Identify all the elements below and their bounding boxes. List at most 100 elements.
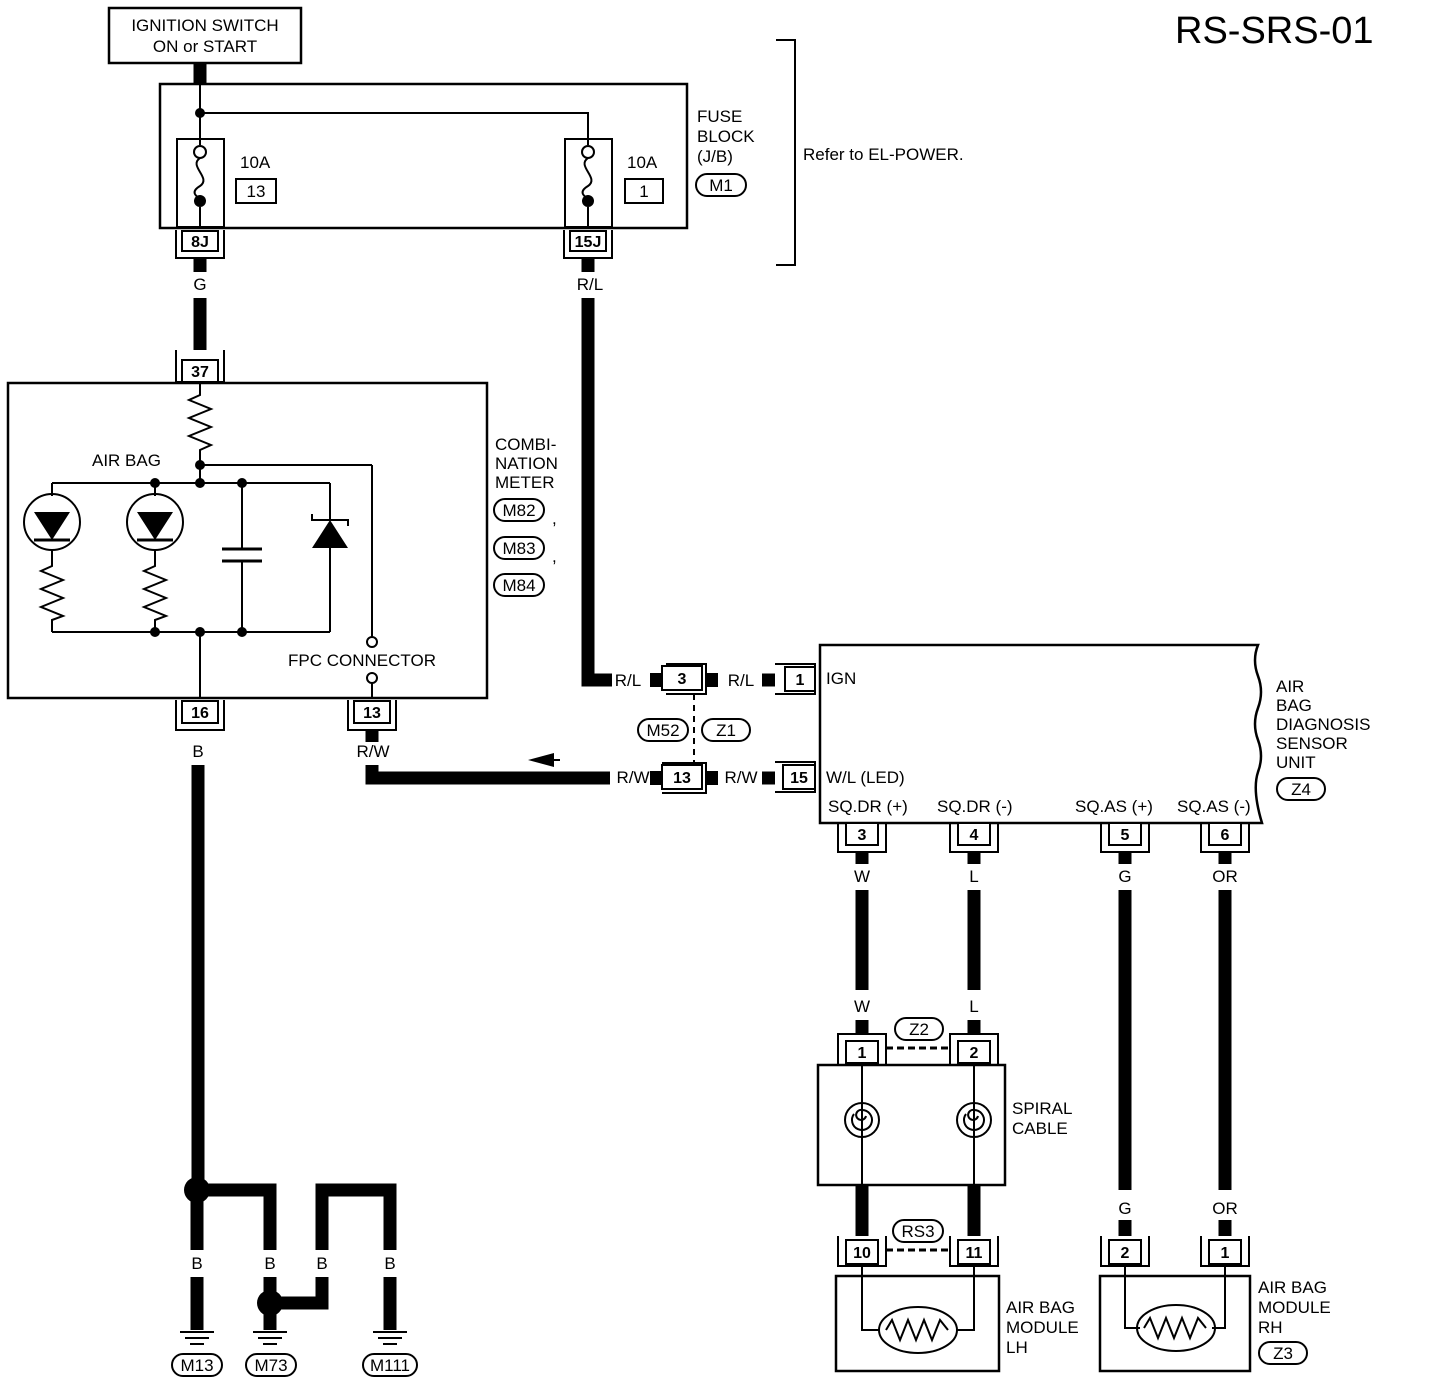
lh-connector-code: RS3 [901, 1222, 934, 1241]
sensor-pin-1: 1 IGN [775, 663, 856, 695]
rh-pin-2: 2 [1100, 1236, 1150, 1267]
terminal-8j: 8J [175, 230, 225, 259]
airbag-module-rh: 2 1 AIR BAG MODULE RH Z3 [1098, 1236, 1331, 1373]
lh-pin-10: 10 [837, 1236, 887, 1267]
wire-label-b-meter: B [192, 742, 203, 761]
rh-name-3: RH [1258, 1318, 1283, 1337]
led-lamp-1 [23, 483, 81, 632]
spiral-cable-name-1: SPIRAL [1012, 1099, 1072, 1118]
fuse-13-amps: 10A [240, 153, 271, 172]
joint-code-2: Z1 [716, 721, 736, 740]
wire-label-or-top: OR [1212, 867, 1238, 886]
svg-text:3: 3 [678, 671, 687, 688]
svg-text:16: 16 [191, 705, 209, 722]
lh-name-3: LH [1006, 1338, 1028, 1357]
wire-label-rl: R/L [577, 275, 603, 294]
svg-text:13: 13 [363, 705, 381, 722]
fpc-connector-label: FPC CONNECTOR [288, 651, 436, 670]
lh-name-1: AIR BAG [1006, 1298, 1075, 1317]
ground-label-m13: M13 [180, 1356, 213, 1375]
sensor-name-3: DIAGNOSIS [1276, 715, 1370, 734]
svg-text:15: 15 [790, 770, 808, 787]
wire-label-rw-meter: R/W [356, 742, 389, 761]
joint-wire-4: R/W [724, 768, 757, 787]
airbag-module-lh: AIR BAG MODULE LH [834, 1266, 1079, 1373]
svg-text:5: 5 [1121, 827, 1130, 844]
sensor-out-label-6: SQ.AS (-) [1177, 797, 1251, 816]
svg-text:10: 10 [853, 1245, 871, 1262]
svg-text:13: 13 [673, 770, 691, 787]
fuse-1-number: 1 [639, 182, 648, 201]
sensor-pin-3: 3 [837, 822, 887, 853]
ground-wire-label-3: B [316, 1254, 327, 1273]
fuse-1-amps: 10A [627, 153, 658, 172]
ground-label-m73: M73 [254, 1356, 287, 1375]
sensor-out-label-5: SQ.AS (+) [1075, 797, 1153, 816]
terminal-16: 16 [175, 700, 225, 731]
fuse-1: 10A 1 [564, 138, 664, 228]
zener-diode [311, 483, 349, 632]
sensor-connector: Z4 [1291, 780, 1311, 799]
airbag-lamp-label: AIR BAG [92, 451, 161, 470]
wire-label-g-rh: G [1118, 1199, 1131, 1218]
joint-code-1: M52 [646, 721, 679, 740]
terminal-13-meter: 13 [347, 700, 397, 731]
sensor-name-1: AIR [1276, 677, 1304, 696]
svg-text:2: 2 [1121, 1245, 1130, 1262]
terminal-37: 37 [175, 350, 225, 383]
svg-text:W/L (LED): W/L (LED) [826, 768, 905, 787]
rh-connector-code: Z3 [1273, 1344, 1293, 1363]
ground-wire-label-2: B [264, 1254, 275, 1273]
airbag-diagnosis-sensor-unit: 1 IGN 15 W/L (LED) SQ.DR (+) SQ.DR (-) S… [775, 643, 1370, 825]
joint-wire-3: R/W [616, 768, 649, 787]
wire-label-w-top: W [854, 867, 870, 886]
meter-connector-1: M82 [502, 501, 535, 520]
svg-text:1: 1 [796, 672, 805, 689]
svg-text:1: 1 [1221, 1245, 1230, 1262]
spiral-cable-name-2: CABLE [1012, 1119, 1068, 1138]
ground-label-m111: M111 [370, 1356, 410, 1375]
ground-network: B B B B M13 M73 M111 [171, 1177, 418, 1377]
meter-name-3: METER [495, 473, 555, 492]
power-note: Refer to EL-POWER. [803, 145, 964, 164]
wire-label-w-mid: W [854, 997, 870, 1016]
svg-text:3: 3 [858, 827, 867, 844]
spiral-pin-1: 1 [837, 1033, 887, 1064]
ignition-line-1: IGNITION SWITCH [131, 16, 278, 35]
combination-meter: 37 AIR BAG [6, 350, 558, 700]
fuse-13: 10A 13 [176, 138, 277, 228]
rh-name-1: AIR BAG [1258, 1278, 1327, 1297]
wire-label-or-rh: OR [1212, 1199, 1238, 1218]
sensor-out-label-4: SQ.DR (-) [937, 797, 1013, 816]
meter-name-2: NATION [495, 454, 558, 473]
svg-text:,: , [552, 509, 557, 528]
wire-label-g: G [193, 275, 206, 294]
ignition-switch: IGNITION SWITCH ON or START [107, 6, 303, 65]
fuse-block-name-1: FUSE [697, 107, 742, 126]
led-lamp-2 [126, 483, 184, 632]
ground-m73-icon [253, 1331, 287, 1345]
wire-label-l-top: L [969, 867, 978, 886]
svg-text:11: 11 [966, 1245, 983, 1262]
joint-connector: R/L 3 R/L M52 Z1 R/W 13 R/W [615, 663, 775, 794]
sensor-name-4: SENSOR [1276, 734, 1348, 753]
terminal-15j: 15J [563, 230, 613, 259]
capacitor [222, 483, 262, 632]
sensor-name-2: BAG [1276, 696, 1312, 715]
svg-text:8J: 8J [191, 234, 209, 251]
wire-rl [581, 298, 612, 687]
ignition-line-2: ON or START [153, 37, 257, 56]
spiral-cable: 1 2 Z2 SPIRAL CABLE [816, 1017, 1072, 1187]
joint-wire-2: R/L [728, 671, 754, 690]
sensor-pin-4: 4 [949, 822, 999, 853]
fuse-block-name-3: (J/B) [697, 147, 733, 166]
meter-name-1: COMBI- [495, 435, 556, 454]
svg-text:37: 37 [191, 364, 209, 381]
fuse-block-connector: M1 [709, 176, 733, 195]
lh-pin-11: 11 [949, 1236, 999, 1267]
sensor-pin-5: 5 [1100, 822, 1150, 853]
sensor-pin-6: 6 [1200, 822, 1250, 853]
fuse-block: 10A 13 10A 1 FUSE BLOCK (J/B) M1 [158, 82, 755, 230]
